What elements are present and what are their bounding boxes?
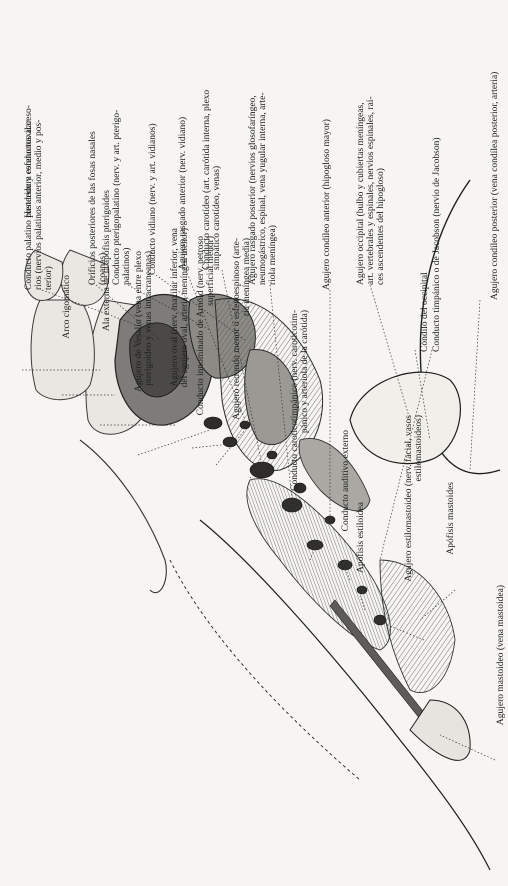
label-rasgado-posterior: Agujero rasgado posterior (nervios gloso… xyxy=(248,10,278,285)
label-apofisis-estiloidea: Apófisis estiloidea xyxy=(356,502,366,612)
zygomatic-arch xyxy=(80,440,166,593)
label-caroticotimpanico: Conducto caroticotimpánico (nerv. caroti… xyxy=(290,310,310,560)
label-agujero-estilomastoideo: Agujero estilomastoideo (nerv. facial, v… xyxy=(404,415,424,640)
label-arco-cigomatico: Arco cigomático xyxy=(62,275,72,395)
label-condilo-occipital: Cóndilo del occipital xyxy=(420,222,430,352)
label-conducto-palatino: Conducto palatino posterior y conductos … xyxy=(24,5,54,290)
label-conducto-timpanico: Conducto timpánico o de Jacobson (nervio… xyxy=(432,52,442,352)
label-condileo-posterior: Agujero condíleo posterior (vena condíle… xyxy=(490,10,500,300)
label-conducto-carotideo: Conducto carotídeo (art. carótida intern… xyxy=(202,10,222,270)
label-conducto-auditivo: Conducto auditivo externo xyxy=(341,430,351,580)
label-conducto-vidiano: Conducto vidiano (nerv. y art. vidianos) xyxy=(148,45,158,275)
label-agujero-mastoideo: Agujero mastoideo (vena mastoidea) xyxy=(496,585,506,760)
label-agujero-vesalio: Agujero de Vesalio (vena entre plexo pte… xyxy=(134,251,154,456)
label-agujero-occipital: Agujero occipital (bulbo y cubiertas men… xyxy=(356,10,386,285)
label-apofisis-mastoides: Apófisis mastoides xyxy=(446,482,456,592)
label-orificios-posteriores: Orificios posteriores de las fosas nasal… xyxy=(88,45,108,285)
label-condileo-anterior: Agujero condíleo anterior (hipogloso may… xyxy=(322,40,332,290)
label-rasgado-anterior: Agujero rasgado anterior (nerv. vidiano) xyxy=(178,25,188,270)
label-conducto-pterigopalatino: Conducto pterigopalatino (nerv. y art. p… xyxy=(112,45,132,285)
label-conducto-arnold: Conducto innominado de Arnold (nerv. pet… xyxy=(196,236,216,466)
